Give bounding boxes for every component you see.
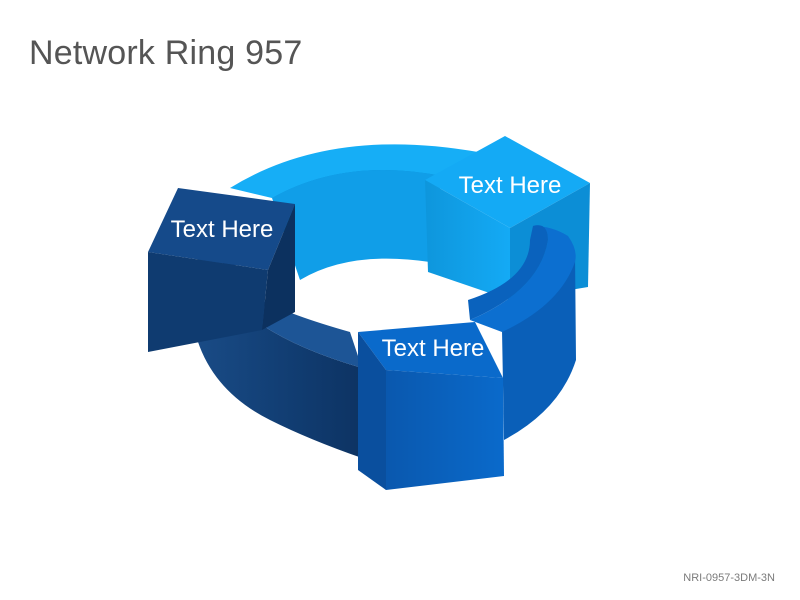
segment-arrow-top bbox=[425, 136, 590, 228]
segment-top-face bbox=[470, 225, 576, 332]
segment-arrow-front bbox=[386, 370, 504, 490]
segment-label-bottom: Text Here bbox=[382, 335, 485, 362]
segment-arrow-side bbox=[262, 204, 295, 330]
segment-label-top-right: Text Here bbox=[459, 172, 562, 199]
segment-arrow-top bbox=[358, 322, 503, 378]
segment-outer-wall bbox=[502, 252, 576, 440]
segment-arrow-front bbox=[148, 252, 268, 352]
ring-segment-bottom[interactable]: Text Here bbox=[358, 225, 576, 490]
slide-title: Network Ring 957 bbox=[29, 34, 303, 72]
segment-top-face bbox=[230, 144, 478, 198]
segment-arrow-front bbox=[425, 180, 510, 300]
segment-inner-face bbox=[272, 169, 442, 280]
footer-code: NRI-0957-3DM-3N bbox=[683, 572, 775, 584]
ring-segment-left[interactable]: Text Here bbox=[148, 188, 362, 458]
segment-arrow-top bbox=[148, 188, 295, 270]
segment-arrow-left bbox=[358, 332, 386, 490]
segment-label-left: Text Here bbox=[171, 216, 274, 243]
segment-inner-face bbox=[468, 225, 548, 320]
